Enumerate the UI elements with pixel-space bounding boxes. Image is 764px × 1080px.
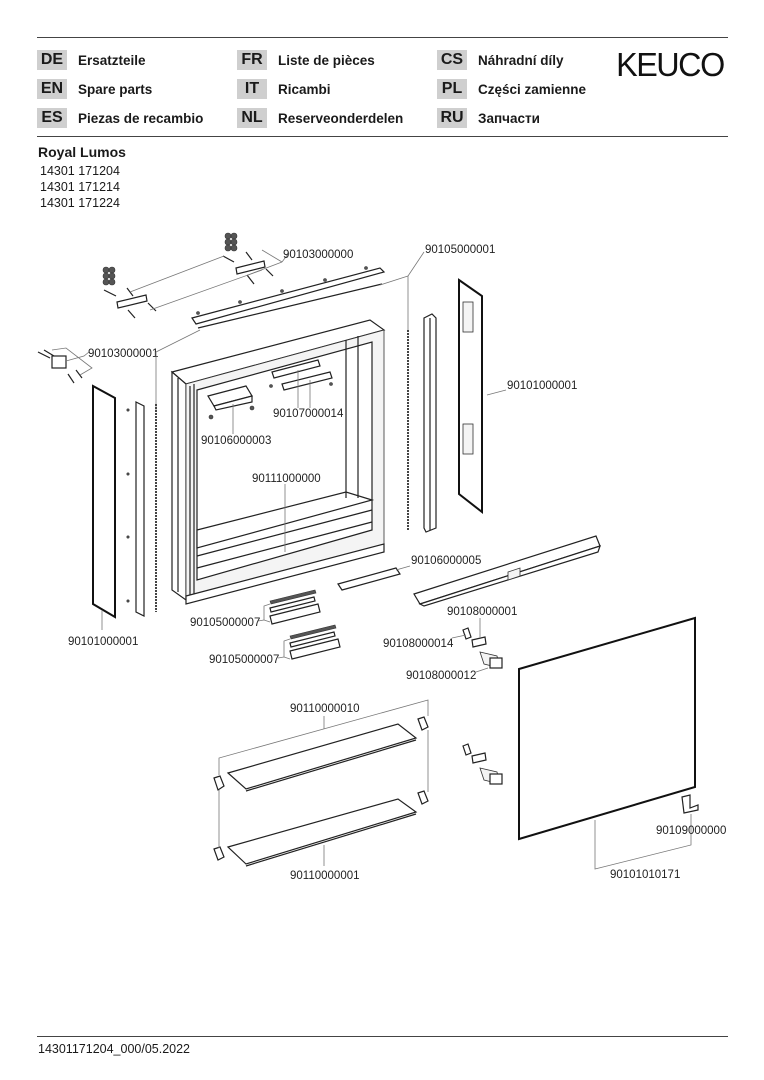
lang-label: Spare parts xyxy=(78,81,153,97)
part-number-label: 90106000003 xyxy=(201,435,271,447)
lang-row-fr: FR Liste de pièces xyxy=(237,50,375,70)
lang-code: RU xyxy=(437,108,467,128)
part-number-label: 90101000001 xyxy=(68,636,138,648)
part-number-label: 90105000007 xyxy=(190,617,260,629)
part-number-label: 90111000000 xyxy=(252,473,321,485)
header-bottom-rule xyxy=(37,136,728,137)
profile-bottom-2-part xyxy=(289,624,341,660)
lang-row-de: DE Ersatzteile xyxy=(37,50,146,70)
profile-bottom-1-part xyxy=(269,589,321,625)
lang-row-nl: NL Reserveonderdelen xyxy=(237,108,403,128)
lang-label: Запчасти xyxy=(478,110,540,126)
profile-right-part xyxy=(407,313,437,533)
handle-profile-part xyxy=(269,359,333,391)
part-number-label: 90101000001 xyxy=(507,380,577,392)
part-number-label: 90105000001 xyxy=(425,244,495,256)
cabinet-body-part xyxy=(170,319,386,605)
hinge-assembly-part xyxy=(462,627,503,785)
part-number-label: 90103000000 xyxy=(283,249,353,261)
part-number-label: 90105000007 xyxy=(209,654,279,666)
part-number-label: 90108000012 xyxy=(406,670,476,682)
light-holder-part xyxy=(207,385,255,420)
part-number-label: 90107000014 xyxy=(273,408,344,420)
lang-row-en: EN Spare parts xyxy=(37,79,152,99)
lang-code: PL xyxy=(437,79,467,99)
lang-code: EN xyxy=(37,79,67,99)
part-number-label: 90108000014 xyxy=(383,638,454,650)
lang-row-ru: RU Запчасти xyxy=(437,108,540,128)
part-number-label: 90109000000 xyxy=(656,825,726,837)
lang-row-it: IT Ricambi xyxy=(237,79,331,99)
lang-code: DE xyxy=(37,50,67,70)
side-mirror-right-part xyxy=(458,278,483,515)
lang-label: Reserveonderdelen xyxy=(278,110,404,126)
article-number: 14301 171214 xyxy=(40,180,120,194)
lang-row-es: ES Piezas de recambio xyxy=(37,108,203,128)
wall-bracket-top-part xyxy=(102,232,289,319)
lang-code: FR xyxy=(237,50,267,70)
lang-code: NL xyxy=(237,108,267,128)
article-number: 14301 171204 xyxy=(40,164,120,178)
product-title: Royal Lumos xyxy=(38,144,126,160)
brand-logo: KEUCO xyxy=(616,46,725,83)
lang-code: ES xyxy=(37,108,67,128)
part-number-label: 90103000001 xyxy=(88,348,158,360)
part-number-label: 90110000010 xyxy=(290,703,360,715)
top-rail-part xyxy=(191,266,386,329)
lang-label: Náhradní díly xyxy=(478,52,564,68)
lang-label: Ersatzteile xyxy=(78,52,146,68)
part-number-label: 90110000001 xyxy=(290,870,360,882)
document-id: 14301171204_000/05.2022 xyxy=(38,1042,191,1056)
article-number: 14301 171224 xyxy=(40,196,120,210)
light-module-part xyxy=(337,535,601,607)
part-number-label: 90101010171 xyxy=(610,869,680,881)
wall-bracket-side-part xyxy=(37,347,93,384)
mirror-door-part xyxy=(518,616,699,841)
footer-rule xyxy=(37,1036,728,1037)
lang-label: Piezas de recambio xyxy=(78,110,204,126)
lang-row-cs: CS Náhradní díly xyxy=(437,50,564,70)
side-mirror-left-part xyxy=(92,384,157,619)
lang-code: IT xyxy=(237,79,267,99)
lang-label: Ricambi xyxy=(278,81,331,97)
glass-shelves-part xyxy=(213,716,429,867)
lang-code: CS xyxy=(437,50,467,70)
part-number-label: 90106000005 xyxy=(411,555,481,567)
header-top-rule xyxy=(37,37,728,38)
lang-label: Liste de pièces xyxy=(278,52,375,68)
lang-row-pl: PL Części zamienne xyxy=(437,79,586,99)
lang-label: Części zamienne xyxy=(478,81,587,97)
part-number-label: 90108000001 xyxy=(447,606,517,618)
